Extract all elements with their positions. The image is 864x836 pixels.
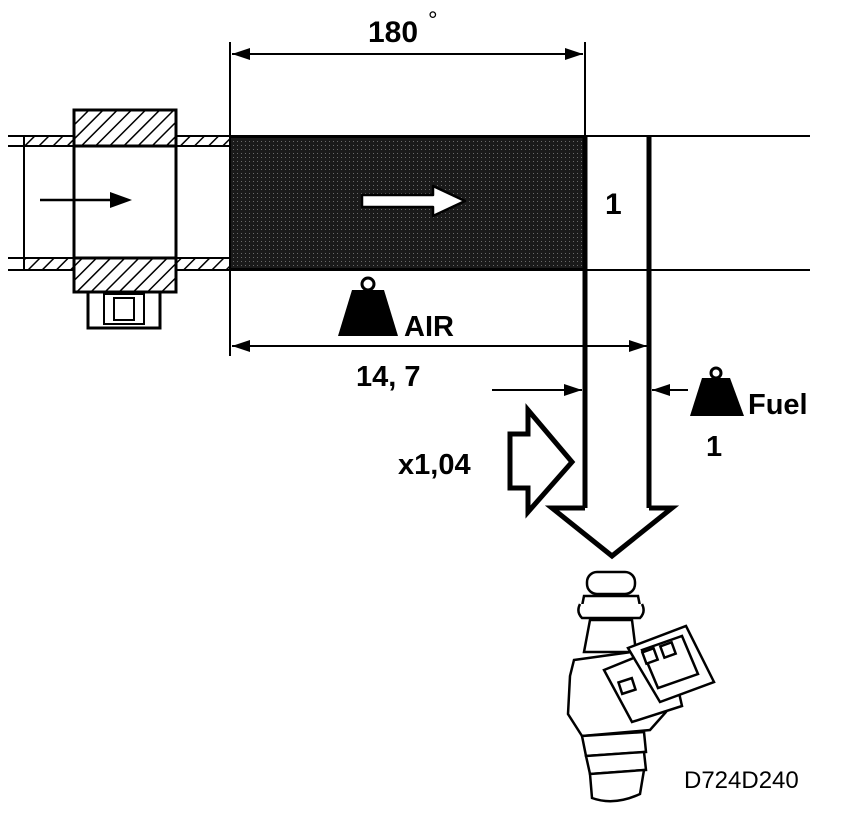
enrichment-factor-label: x1,04 [398, 449, 471, 481]
angle-dimension [229, 42, 586, 136]
weight-icon [338, 276, 398, 336]
angle-unit: ° [428, 7, 438, 34]
flow-arrow-icon [40, 192, 132, 208]
air-flow-arrow-icon [360, 184, 467, 218]
fuel-injector-icon [566, 570, 716, 803]
sensor-body [8, 108, 230, 294]
angle-label: 180 [368, 16, 418, 49]
air-label: AIR [404, 311, 454, 343]
fuel-label: Fuel [748, 389, 808, 421]
fuel-ratio-label: 1 [706, 431, 722, 463]
fuel-weight-icon [690, 366, 744, 416]
figure-code: D724D240 [684, 767, 799, 794]
fuel-dimension [492, 384, 688, 396]
air-ratio-label: 14, 7 [356, 361, 421, 393]
enrichment-arrow-icon [507, 403, 576, 519]
cylinder-fuel-marker: 1 [605, 188, 622, 221]
air-ratio-dimension [229, 270, 647, 356]
fuel-column [544, 137, 680, 560]
connector-icon [86, 290, 162, 330]
